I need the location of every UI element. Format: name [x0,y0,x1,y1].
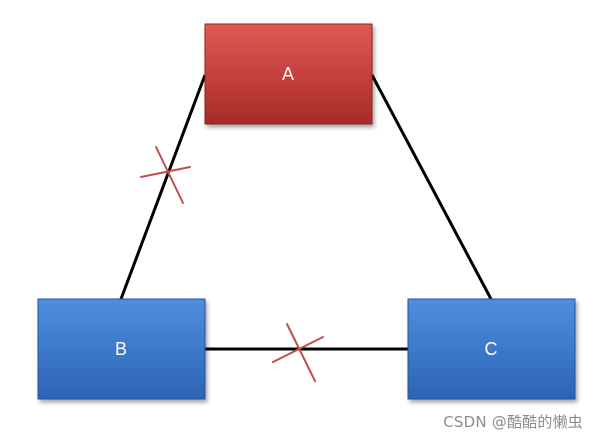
node-c-box [407,298,576,400]
node-c-label: C [485,339,498,359]
node-b[interactable]: B [37,298,206,400]
cut-mark-a-b [140,146,191,204]
edge-a-b [119,74,207,300]
watermark: CSDN @酷酷的懒虫 [443,413,583,431]
node-a[interactable]: A [204,23,373,125]
cut-mark-b-c [272,323,324,382]
node-a-label: A [282,64,294,84]
node-b-label: B [115,339,127,359]
node-b-box [37,298,206,400]
edge-a-c [370,74,493,300]
node-a-box [204,23,373,125]
node-c[interactable]: C [407,298,576,400]
